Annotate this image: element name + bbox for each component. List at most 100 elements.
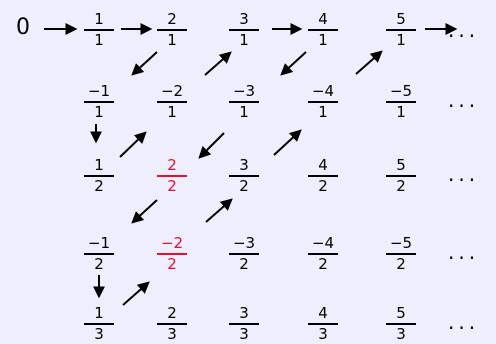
denominator: 3 [239,324,249,343]
fraction-bar [157,253,187,255]
arrow-3-2-to-neg4-1 [273,129,302,156]
fraction-bar [308,323,338,325]
denominator: 1 [94,30,104,49]
fraction-bar [229,29,259,31]
arrow-neg2-1-to-3-1 [204,51,232,76]
denominator: 1 [318,30,328,49]
fraction-bar [157,29,187,31]
denominator: 2 [94,176,104,195]
denominator: 2 [239,254,249,273]
denominator: 1 [239,102,249,121]
numerator: −1 [87,234,111,252]
denominator: 2 [167,176,177,195]
denominator: 1 [167,30,177,49]
row-ellipsis: ··· [448,168,480,192]
numerator: −4 [311,234,335,252]
row-ellipsis: ··· [448,24,480,48]
fraction-bar [157,175,187,177]
arrow-1-3-to-neg2-2 [122,281,150,306]
denominator: 1 [318,102,328,121]
numerator: −5 [389,82,413,100]
numerator: 5 [396,156,406,174]
numerator: 2 [167,304,177,322]
fraction-bar [229,175,259,177]
numerator: 5 [396,10,406,28]
numerator: 1 [94,156,104,174]
fraction-bar [84,101,114,103]
numerator: 1 [94,304,104,322]
fraction-bar [229,101,259,103]
numerator: −3 [232,82,256,100]
denominator: 1 [94,102,104,121]
numerator: 4 [318,304,328,322]
fraction-bar [157,101,187,103]
numerator: −2 [160,82,184,100]
fraction-bar [386,323,416,325]
fraction-bar [308,175,338,177]
arrow-1-2-to-neg2-1 [119,131,147,158]
numerator: 2 [167,10,177,28]
row-ellipsis: ··· [448,246,480,270]
denominator: 2 [94,254,104,273]
denominator: 2 [396,176,406,195]
row-ellipsis: ··· [448,94,480,118]
numerator: 2 [167,156,177,174]
fraction-bar [308,253,338,255]
arrow-neg3-1-to-2-2 [198,132,225,159]
fraction-bar [308,101,338,103]
numerator: 3 [239,304,249,322]
numerator: 4 [318,156,328,174]
denominator: 1 [167,102,177,121]
denominator: 2 [239,176,249,195]
numerator: 5 [396,304,406,322]
fraction-bar [229,323,259,325]
fraction-bar [308,29,338,31]
denominator: 1 [239,30,249,49]
arrow-neg2-2-to-3-2 [205,198,233,223]
fraction-bar [386,101,416,103]
fraction-bar [229,253,259,255]
denominator: 1 [396,102,406,121]
numerator: −3 [232,234,256,252]
start-zero: 0 [16,15,30,40]
arrow-neg4-1-to-5-1 [355,50,383,75]
fraction-bar [386,175,416,177]
arrow-2-2-to-neg1-2 [131,199,158,224]
numerator: 4 [318,10,328,28]
denominator: 3 [94,324,104,343]
fraction-bar [157,323,187,325]
denominator: 2 [167,254,177,273]
denominator: 3 [318,324,328,343]
fraction-bar [84,175,114,177]
denominator: 3 [167,324,177,343]
numerator: −1 [87,82,111,100]
fraction-bar [84,323,114,325]
fraction-bar [84,253,114,255]
denominator: 2 [318,254,328,273]
